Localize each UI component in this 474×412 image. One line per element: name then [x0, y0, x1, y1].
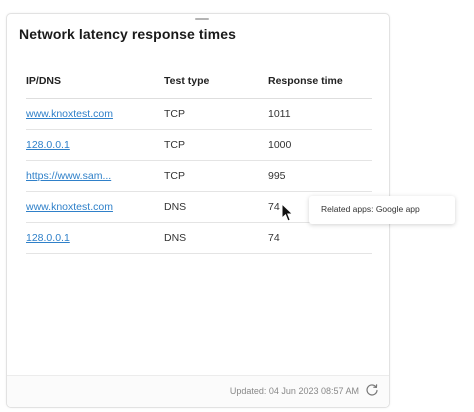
ip-link[interactable]: 128.0.0.1 — [26, 231, 70, 244]
response-time-cell: 74 — [268, 222, 372, 254]
latency-table: IP/DNS Test type Response time www.knoxt… — [26, 64, 372, 254]
table-row: 128.0.0.1 DNS 74 — [26, 222, 372, 254]
refresh-icon[interactable] — [365, 383, 379, 397]
column-header-response-time: Response time — [268, 64, 372, 99]
related-apps-tooltip: Related apps: Google app — [309, 196, 455, 224]
drag-handle-icon[interactable] — [195, 18, 209, 20]
table-row: 128.0.0.1 TCP 1000 — [26, 129, 372, 161]
mouse-cursor-icon — [281, 203, 294, 222]
ip-link[interactable]: https://www.sam... — [26, 169, 112, 182]
ip-cell: https://www.sam... — [26, 160, 164, 192]
updated-timestamp: Updated: 04 Jun 2023 08:57 AM — [229, 386, 359, 396]
table-header-row: IP/DNS Test type Response time — [26, 64, 372, 99]
test-type-cell: DNS — [164, 191, 268, 223]
ip-link[interactable]: www.knoxtest.com — [26, 107, 113, 120]
test-type-cell: TCP — [164, 160, 268, 192]
column-header-test-type: Test type — [164, 64, 268, 99]
ip-link[interactable]: 128.0.0.1 — [26, 138, 70, 151]
ip-cell: 128.0.0.1 — [26, 129, 164, 161]
table-row: https://www.sam... TCP 995 — [26, 160, 372, 192]
tooltip-text: Related apps: Google app — [321, 204, 420, 214]
ip-cell: www.knoxtest.com — [26, 191, 164, 223]
card-footer: Updated: 04 Jun 2023 08:57 AM — [7, 375, 389, 407]
column-header-ip: IP/DNS — [26, 64, 164, 99]
card-title: Network latency response times — [19, 26, 236, 42]
ip-cell: 128.0.0.1 — [26, 222, 164, 254]
response-time-cell: 1011 — [268, 98, 372, 130]
test-type-cell: DNS — [164, 222, 268, 254]
ip-cell: www.knoxtest.com — [26, 98, 164, 130]
response-time-cell: 995 — [268, 160, 372, 192]
test-type-cell: TCP — [164, 129, 268, 161]
response-time-cell: 1000 — [268, 129, 372, 161]
table-row: www.knoxtest.com TCP 1011 — [26, 98, 372, 130]
test-type-cell: TCP — [164, 98, 268, 130]
ip-link[interactable]: www.knoxtest.com — [26, 200, 113, 213]
